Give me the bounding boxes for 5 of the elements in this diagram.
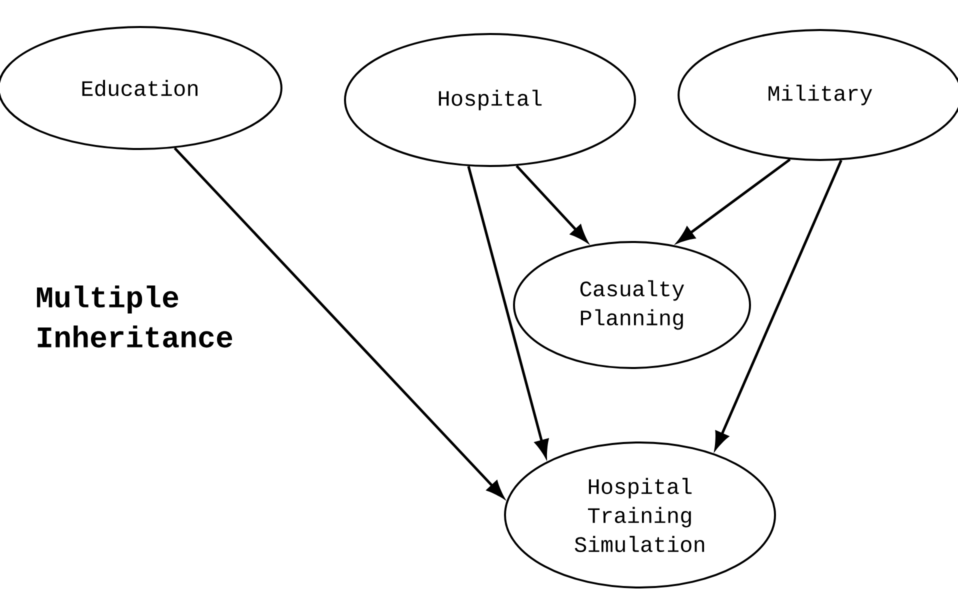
arrow [174, 147, 504, 498]
ellipse-node: Hospital [344, 33, 636, 167]
ellipse-node: Casualty Planning [513, 241, 751, 369]
ellipse-node: Hospital Training Simulation [504, 442, 776, 588]
title-label: Multiple Inheritance [36, 286, 232, 348]
